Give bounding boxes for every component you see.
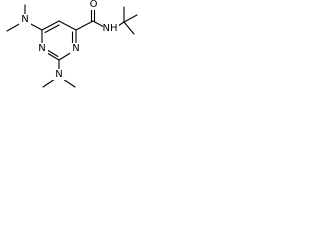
bond-nme2-top-me2	[6, 22, 22, 32]
bond-nme2-bottom-me1	[42, 78, 56, 88]
bond-ring-c2-n3	[58, 51, 73, 61]
bond-carbonyl-n	[92, 20, 105, 28]
atom-n-ring-top: N	[72, 43, 79, 54]
bond-tbutyl-me2	[123, 14, 138, 23]
atom-n-ring-bottom: N	[38, 43, 45, 54]
bond-ring-c5-c6	[41, 20, 60, 31]
bond-ring-c4-c5	[58, 20, 77, 31]
atom-o-carbonyl: O	[90, 0, 98, 10]
bond-ring-c5-c6-double	[44, 24, 60, 34]
bond-c6-nme2	[28, 22, 43, 31]
bond-nme2-bottom-me2	[62, 78, 76, 88]
atom-n-dimethylamino-bottom: N	[55, 69, 62, 80]
atom-n-amide: NH	[103, 23, 118, 34]
atom-labels: N N NH O N N	[19, 0, 119, 80]
bond-tbutyl-me3	[123, 21, 135, 35]
molecule-structure: N N NH O N N	[6, 0, 138, 88]
bond-c4-carbonyl	[75, 20, 94, 31]
atom-n-dimethylamino-top: N	[21, 14, 28, 25]
